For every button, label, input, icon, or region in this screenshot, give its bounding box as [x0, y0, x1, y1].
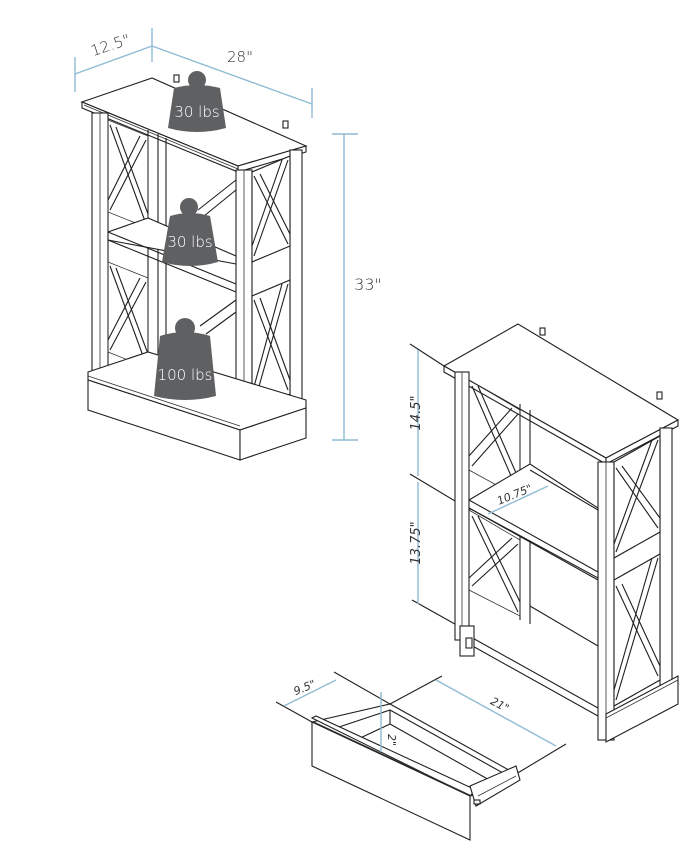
drawer-view	[275, 671, 567, 841]
weight-middle: 30 lbs	[162, 198, 218, 266]
dimension-lower-shelf-13-75: 13.75"	[409, 482, 424, 604]
drawer-height-label: 2"	[385, 734, 398, 746]
weight-bottom-label: 100 lbs	[158, 366, 213, 384]
dimension-width-28: 28"	[151, 45, 313, 118]
dimension-drawer-depth-9-5: 9.5"	[283, 678, 337, 707]
height-label: 33"	[354, 275, 382, 294]
dimension-drawer-height-2: 2"	[380, 692, 398, 752]
bookcase-side-view	[409, 323, 680, 743]
weight-middle-label: 30 lbs	[167, 233, 212, 251]
weight-top-label: 30 lbs	[174, 103, 219, 121]
lower-shelf-height-label: 13.75"	[409, 521, 424, 564]
width-label: 28"	[227, 48, 253, 66]
dimension-upper-shelf-14-5: 14.5"	[409, 350, 424, 476]
upper-shelf-height-label: 14.5"	[409, 396, 424, 431]
drawer-width-label: 21"	[488, 695, 511, 715]
bookcase-front-view	[80, 74, 308, 461]
weight-top: 30 lbs	[168, 71, 226, 132]
weight-bottom: 100 lbs	[154, 318, 216, 400]
dimension-drawer-width-21: 21"	[435, 679, 557, 747]
dimension-height-33: 33"	[332, 133, 382, 441]
